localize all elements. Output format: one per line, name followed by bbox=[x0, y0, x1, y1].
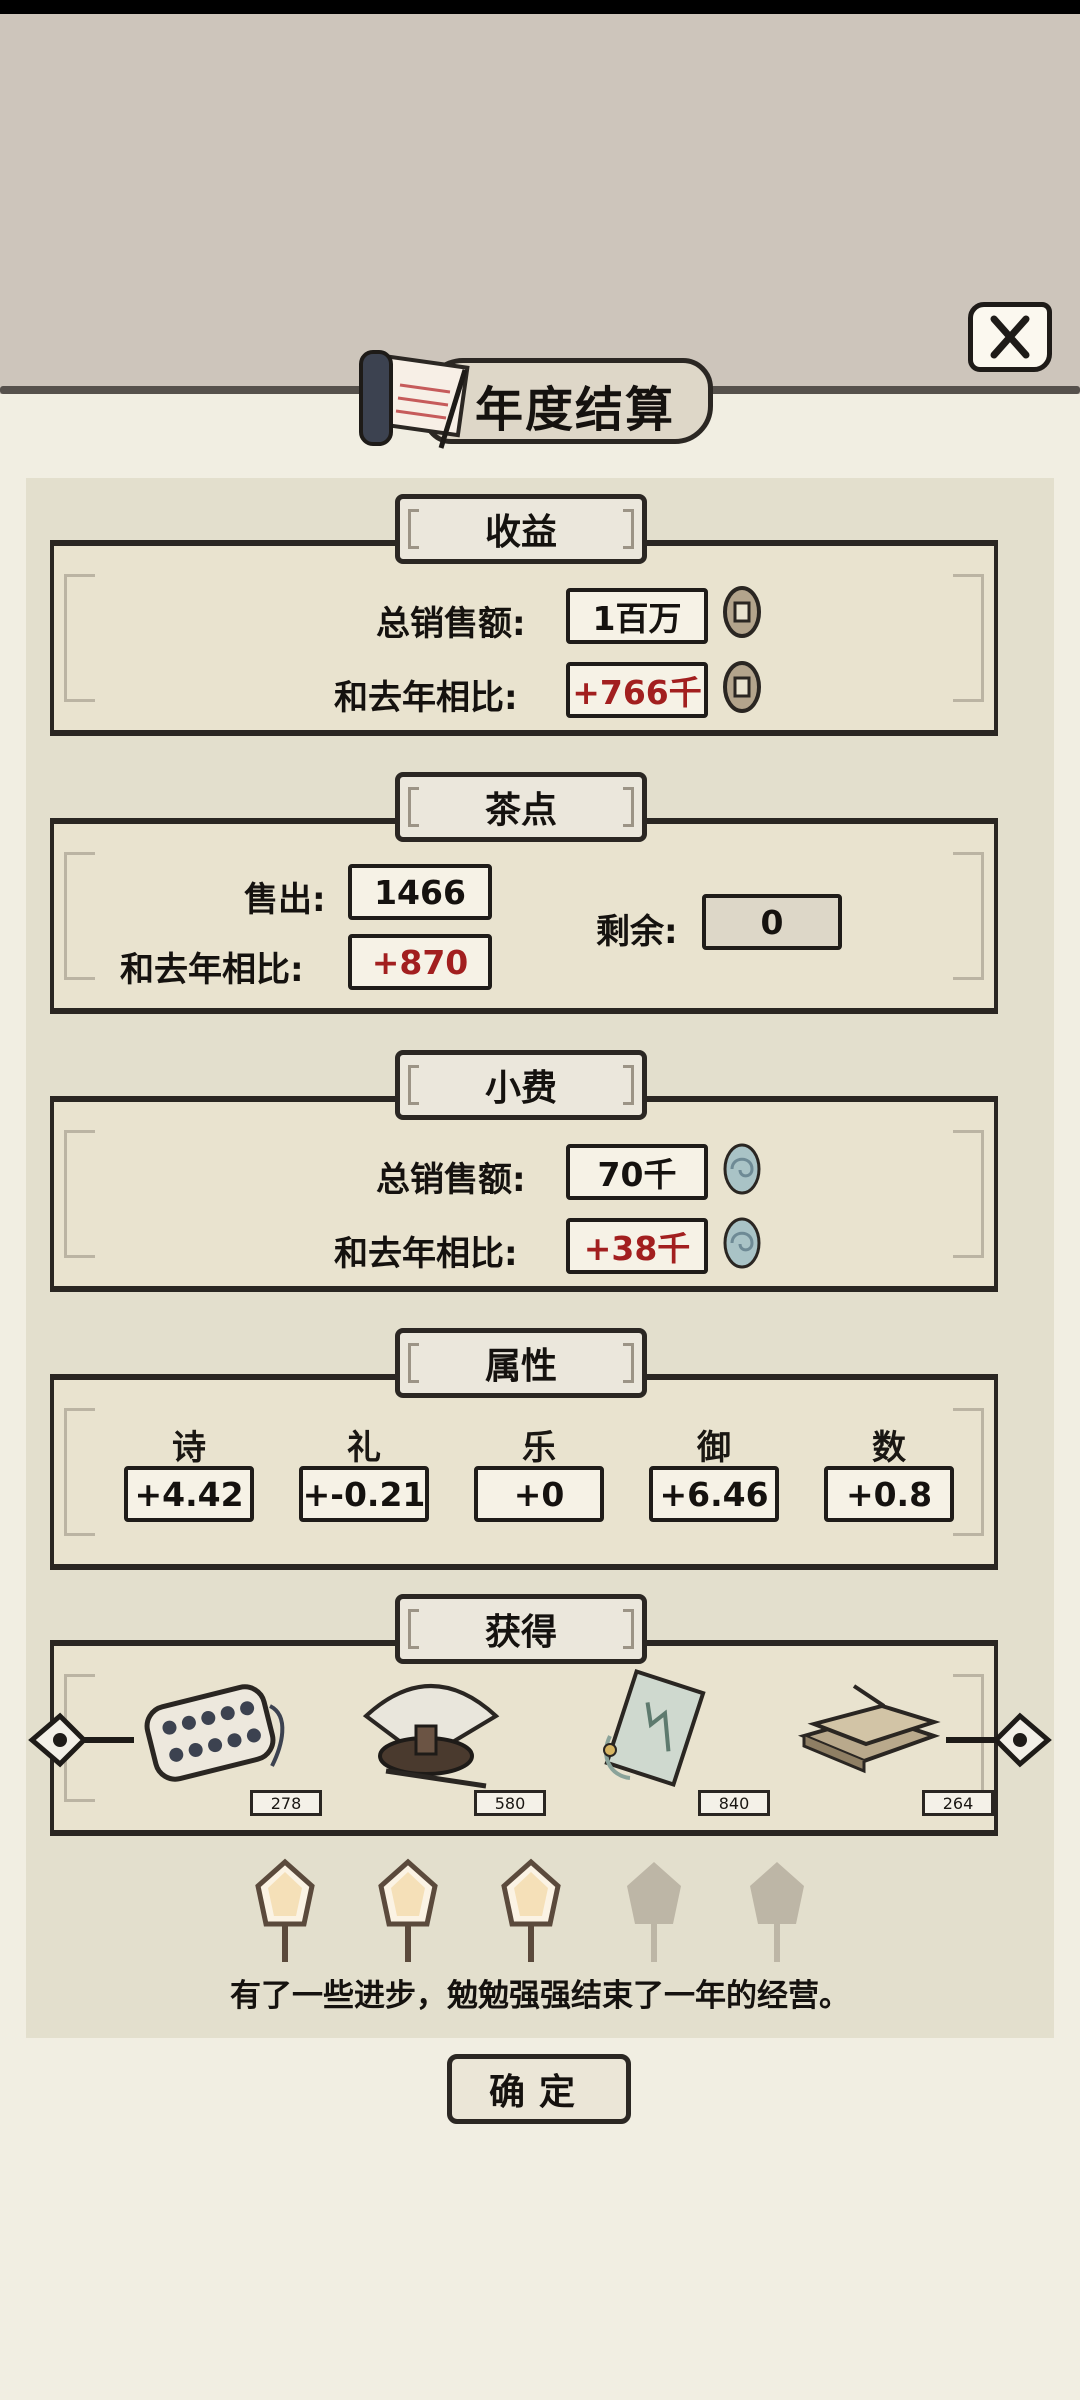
books-icon bbox=[797, 1684, 941, 1774]
backdrop-top bbox=[0, 14, 1080, 394]
attribute-math: 数 bbox=[824, 1420, 954, 1469]
status-bar bbox=[0, 0, 1080, 14]
revenue-total-label: 总销售额: bbox=[376, 604, 526, 644]
painting-scroll-icon bbox=[603, 1669, 706, 1787]
close-button[interactable] bbox=[968, 302, 1052, 372]
lantern-filled-icon bbox=[501, 1858, 561, 1962]
attribute-poetry: 诗 bbox=[124, 1420, 254, 1469]
snacks-compare-label: 和去年相比: bbox=[120, 950, 304, 990]
tips-compare-value: +38千 bbox=[566, 1218, 708, 1274]
confirm-button[interactable]: 确定 bbox=[447, 2054, 631, 2124]
attribute-charioteering: 御 bbox=[649, 1420, 779, 1469]
tips-section-title: 小费 bbox=[395, 1050, 647, 1120]
year-summary-text: 有了一些进步，勉勉强强结束了一年的经营。 bbox=[230, 1978, 850, 2014]
close-icon bbox=[990, 315, 1030, 359]
attribute-label: 礼 bbox=[347, 1428, 381, 1468]
jade-token-icon bbox=[723, 1217, 761, 1269]
abacus-icon bbox=[144, 1684, 285, 1782]
title-banner: 年度结算 bbox=[345, 340, 730, 460]
snacks-section-title: 茶点 bbox=[395, 772, 647, 842]
fan-incense-icon bbox=[362, 1684, 500, 1789]
revenue-section-title: 收益 bbox=[395, 494, 647, 564]
revenue-compare-value: +766千 bbox=[566, 662, 708, 718]
lantern-filled-icon bbox=[255, 1858, 315, 1962]
reward-item[interactable]: 278 bbox=[122, 1666, 322, 1816]
snacks-compare-value: +870 bbox=[348, 934, 492, 990]
revenue-compare-label: 和去年相比: bbox=[334, 678, 518, 718]
scroll-icon bbox=[359, 350, 470, 449]
item-count: 278 bbox=[250, 1790, 322, 1816]
attribute-etiquette: 礼 bbox=[299, 1420, 429, 1469]
attribute-value: +0.8 bbox=[824, 1466, 954, 1522]
snacks-sold-value: 1466 bbox=[348, 864, 492, 920]
revenue-total-value: 1百万 bbox=[566, 588, 708, 644]
reward-item[interactable]: 840 bbox=[570, 1666, 770, 1816]
attribute-label: 乐 bbox=[522, 1428, 556, 1468]
reward-item[interactable]: 264 bbox=[794, 1666, 994, 1816]
attribute-value: +4.42 bbox=[124, 1466, 254, 1522]
attribute-label: 诗 bbox=[172, 1428, 206, 1468]
attribute-value: +6.46 bbox=[649, 1466, 779, 1522]
snacks-remain-value: 0 bbox=[702, 894, 842, 950]
attribute-value: +-0.21 bbox=[299, 1466, 429, 1522]
arrow-left-icon[interactable] bbox=[26, 1710, 136, 1770]
snacks-remain-label: 剩余: bbox=[596, 912, 678, 952]
attribute-label: 数 bbox=[872, 1428, 906, 1468]
tips-total-value: 70千 bbox=[566, 1144, 708, 1200]
obtained-section-title: 获得 bbox=[395, 1594, 647, 1664]
item-count: 580 bbox=[474, 1790, 546, 1816]
lantern-empty-icon bbox=[627, 1862, 681, 1962]
item-count: 264 bbox=[922, 1790, 994, 1816]
page-title: 年度结算 bbox=[475, 382, 676, 438]
attributes-section-title: 属性 bbox=[395, 1328, 647, 1398]
tips-compare-label: 和去年相比: bbox=[334, 1234, 518, 1274]
attribute-label: 御 bbox=[697, 1428, 731, 1468]
lantern-empty-icon bbox=[750, 1862, 804, 1962]
copper-coin-icon bbox=[723, 586, 761, 638]
jade-token-icon bbox=[723, 1143, 761, 1195]
item-count: 840 bbox=[698, 1790, 770, 1816]
attribute-value: +0 bbox=[474, 1466, 604, 1522]
attribute-music: 乐 bbox=[474, 1420, 604, 1469]
reward-item[interactable]: 580 bbox=[346, 1666, 546, 1816]
lantern-filled-icon bbox=[378, 1858, 438, 1962]
copper-coin-icon bbox=[723, 661, 761, 713]
tips-total-label: 总销售额: bbox=[376, 1160, 526, 1200]
snacks-sold-label: 售出: bbox=[244, 880, 326, 920]
arrow-right-icon[interactable] bbox=[944, 1710, 1054, 1770]
